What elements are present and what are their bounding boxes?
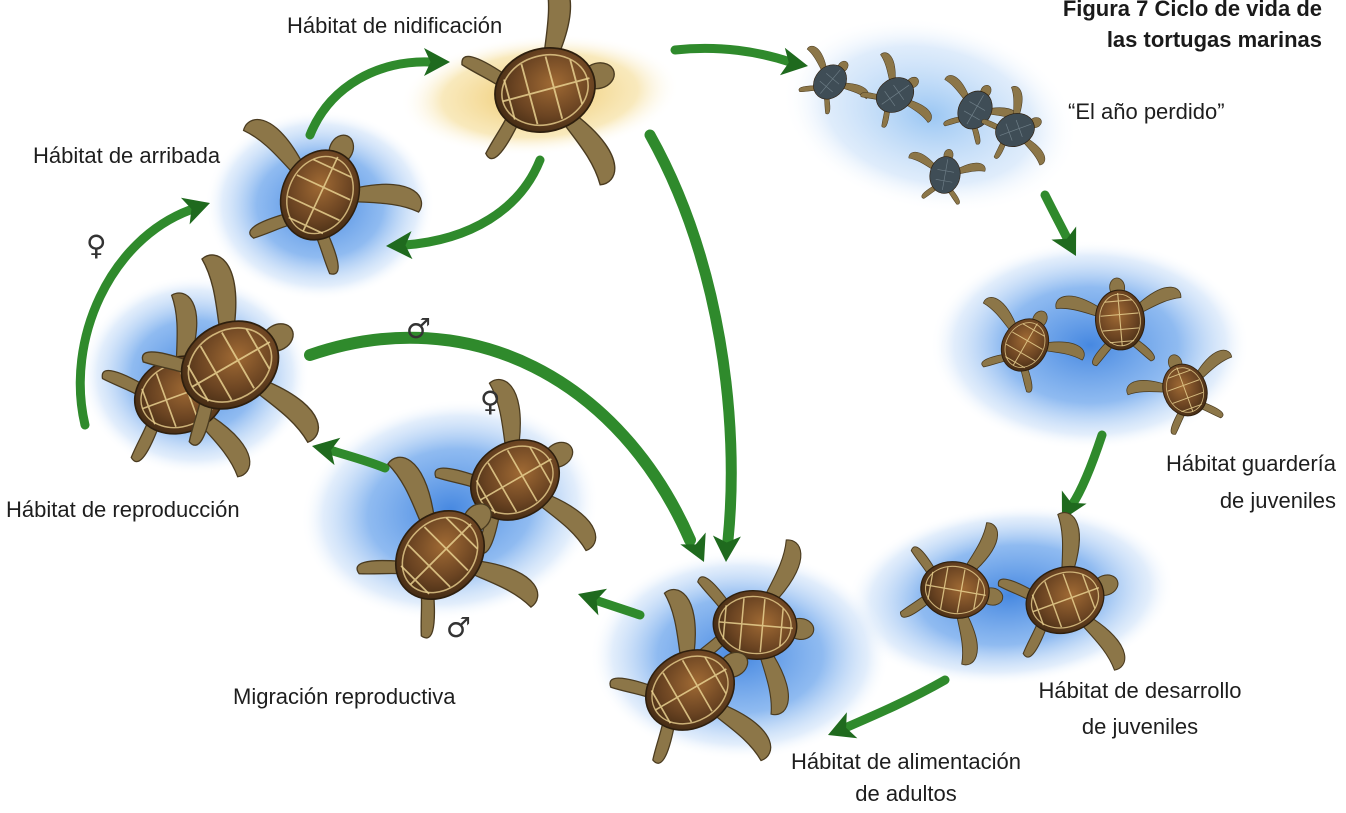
label-lost-year: “El año perdido”	[1068, 98, 1225, 125]
label-reproduction-habitat: Hábitat de reproducción	[6, 496, 240, 523]
label-nursery-habitat-line1: Hábitat guardería	[1166, 450, 1336, 477]
male-symbol-icon: ♂	[446, 614, 471, 642]
male-symbol-icon: ♂	[406, 315, 431, 343]
label-arrival-habitat: Hábitat de arribada	[33, 142, 220, 169]
figure-title-line1: Figura 7 Ciclo de vida de	[1063, 0, 1322, 22]
development-water	[838, 491, 1182, 699]
label-development-habitat-line2: de juveniles	[1020, 713, 1260, 740]
female-symbol-icon: ♀	[86, 232, 107, 260]
label-feeding-habitat-line2: de adultos	[775, 780, 1037, 807]
label-reproductive-migration: Migración reproductiva	[233, 683, 456, 710]
female-symbol-icon: ♀	[480, 388, 501, 416]
label-nursery-habitat-line2: de juveniles	[1220, 487, 1336, 514]
figure-title-line2: las tortugas marinas	[1107, 26, 1322, 53]
nursery-water	[930, 240, 1250, 450]
label-nesting-habitat: Hábitat de nidificación	[287, 12, 502, 39]
label-feeding-habitat-line1: Hábitat de alimentación	[775, 748, 1037, 775]
label-development-habitat-line1: Hábitat de desarrollo	[1020, 677, 1260, 704]
arrow-nesting-to-lost-year	[675, 48, 808, 76]
